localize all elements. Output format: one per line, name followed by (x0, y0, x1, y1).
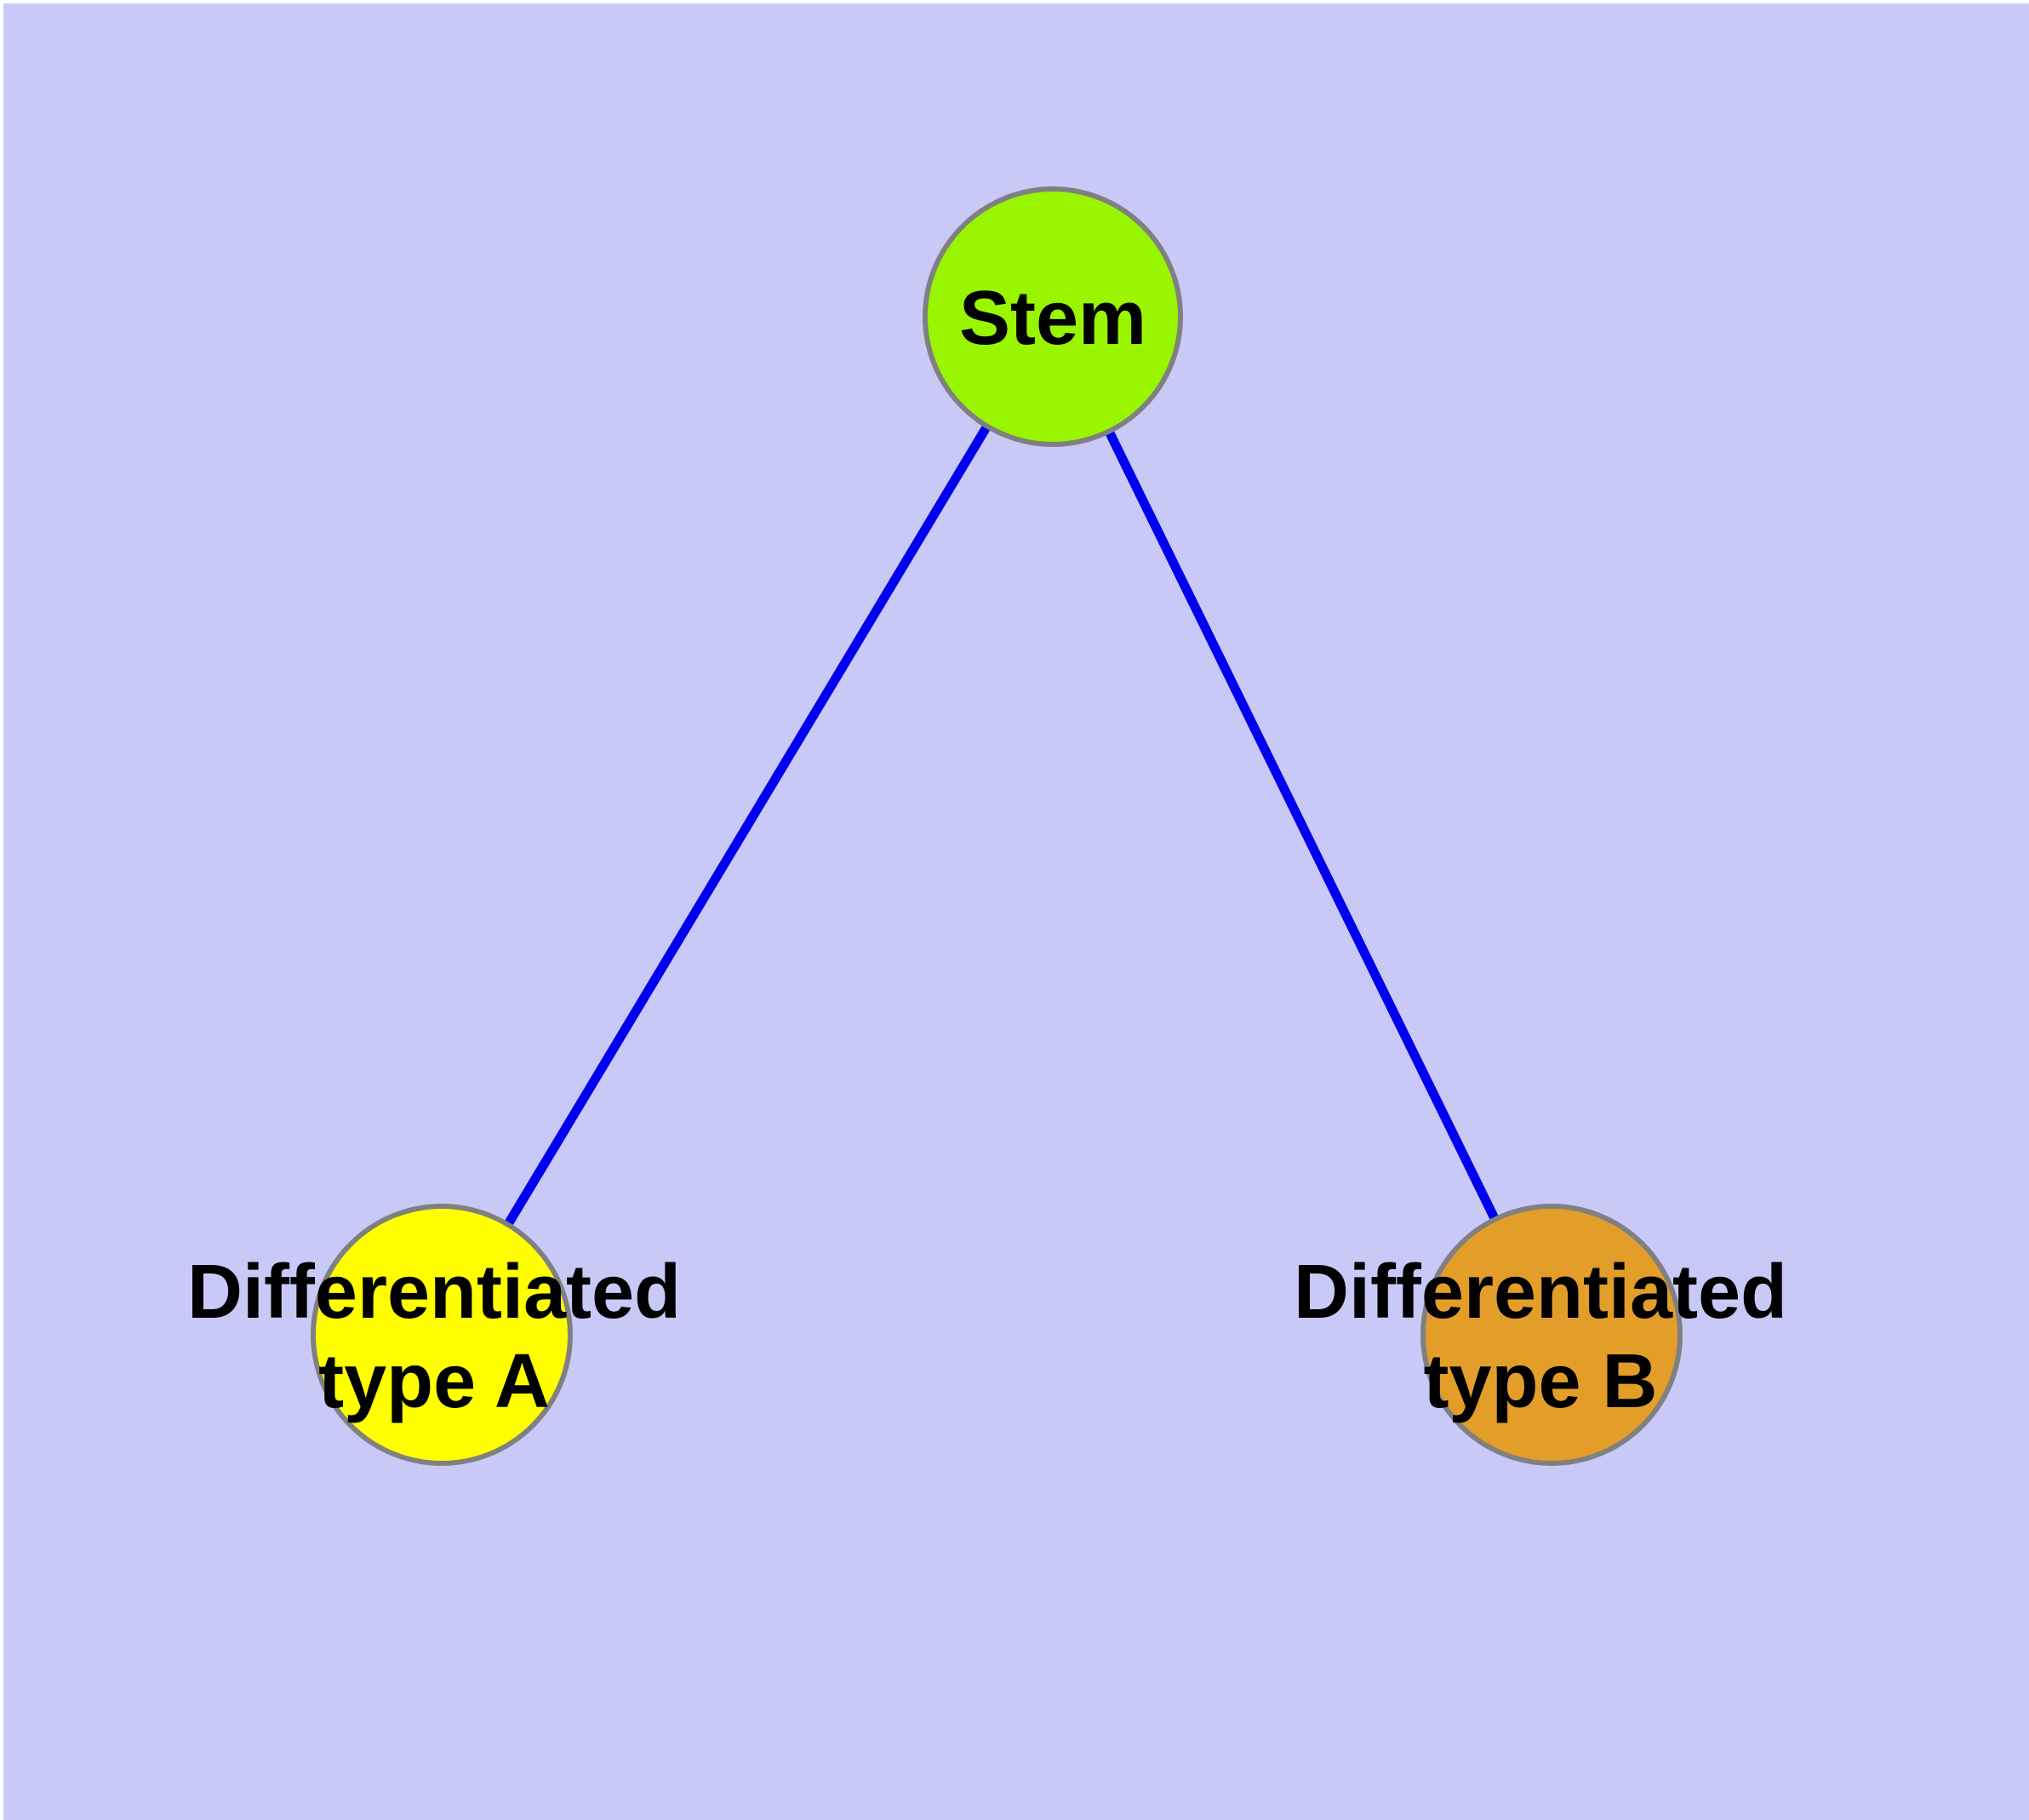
node-stem-circle (923, 186, 1183, 447)
node-type-b-label-line1: Differentiated (1294, 1250, 1787, 1335)
node-type-a-label-line2: type A (318, 1339, 550, 1424)
edge-stem-to-type-b (1049, 314, 1556, 1337)
node-type-a-label-line1: Differentiated (187, 1250, 681, 1335)
node-type-b-circle (1420, 1204, 1683, 1466)
node-type-b-label-line2: type B (1423, 1339, 1657, 1424)
node-stem-label: Stem (959, 276, 1146, 361)
node-type-a-circle (311, 1204, 573, 1466)
edge-stem-to-type-a (437, 314, 1057, 1337)
